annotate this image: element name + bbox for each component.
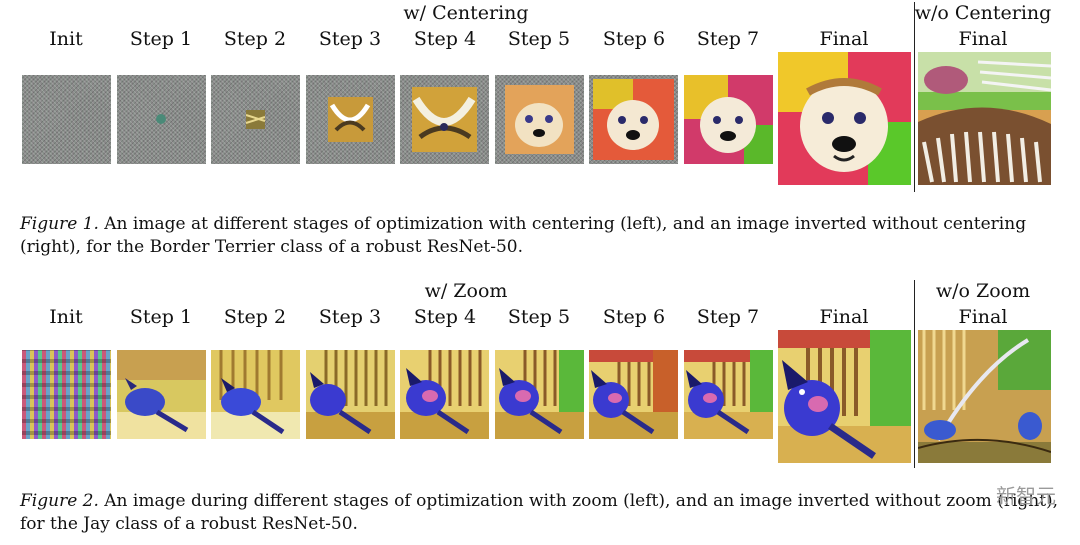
label-step-7: Step 7 [696, 306, 760, 328]
label-final-zoom: Final [819, 306, 869, 328]
label-step-1: Step 1 [129, 306, 193, 328]
label-step-6: Step 6 [602, 306, 666, 328]
label-step-3: Step 3 [318, 306, 382, 328]
label-init: Init [49, 28, 83, 50]
image-init-noise [22, 75, 111, 164]
image-final-uncentered [918, 52, 1051, 185]
figure-1-caption: Figure 1. An image at different stages o… [20, 213, 1065, 259]
image-step-7 [684, 75, 773, 164]
image-step-1 [117, 75, 206, 164]
image-step-7 [684, 350, 773, 439]
image-step-1 [117, 350, 206, 439]
image-final-zoom [778, 330, 911, 463]
image-step-2 [211, 75, 300, 164]
image-step-6 [589, 350, 678, 439]
group-label-with-centering: w/ Centering [403, 2, 529, 24]
image-final-centered [778, 52, 911, 185]
image-step-5 [495, 75, 584, 164]
label-init: Init [49, 306, 83, 328]
label-final-uncentered: Final [958, 28, 1008, 50]
label-final-centered: Final [819, 28, 869, 50]
figure-1-caption-label: Figure 1. [20, 214, 99, 234]
label-step-5: Step 5 [507, 28, 571, 50]
image-init-noise [22, 350, 111, 439]
image-step-5 [495, 350, 584, 439]
label-step-2: Step 2 [223, 28, 287, 50]
label-step-6: Step 6 [602, 28, 666, 50]
figure-2-caption: Figure 2. An image during different stag… [20, 490, 1065, 536]
label-step-4: Step 4 [413, 28, 477, 50]
label-step-5: Step 5 [507, 306, 571, 328]
image-step-2 [211, 350, 300, 439]
image-step-4 [400, 75, 489, 164]
label-step-4: Step 4 [413, 306, 477, 328]
group-label-without-zoom: w/o Zoom [935, 280, 1031, 302]
divider-line [914, 280, 915, 468]
image-step-6 [589, 75, 678, 164]
label-step-3: Step 3 [318, 28, 382, 50]
figure-2-caption-label: Figure 2. [20, 491, 99, 511]
label-step-2: Step 2 [223, 306, 287, 328]
image-final-no-zoom [918, 330, 1051, 463]
group-label-with-zoom: w/ Zoom [424, 280, 508, 302]
image-step-4 [400, 350, 489, 439]
label-final-no-zoom: Final [958, 306, 1008, 328]
image-step-3 [306, 350, 395, 439]
figure-1-caption-text: An image at different stages of optimiza… [20, 214, 1027, 257]
divider-line [914, 2, 915, 192]
label-step-7: Step 7 [696, 28, 760, 50]
image-step-3 [306, 75, 395, 164]
watermark-logo: 新智元 [996, 484, 1056, 508]
group-label-without-centering: w/o Centering [914, 2, 1052, 24]
figure-2-caption-text: An image during different stages of opti… [20, 491, 1059, 534]
label-step-1: Step 1 [129, 28, 193, 50]
